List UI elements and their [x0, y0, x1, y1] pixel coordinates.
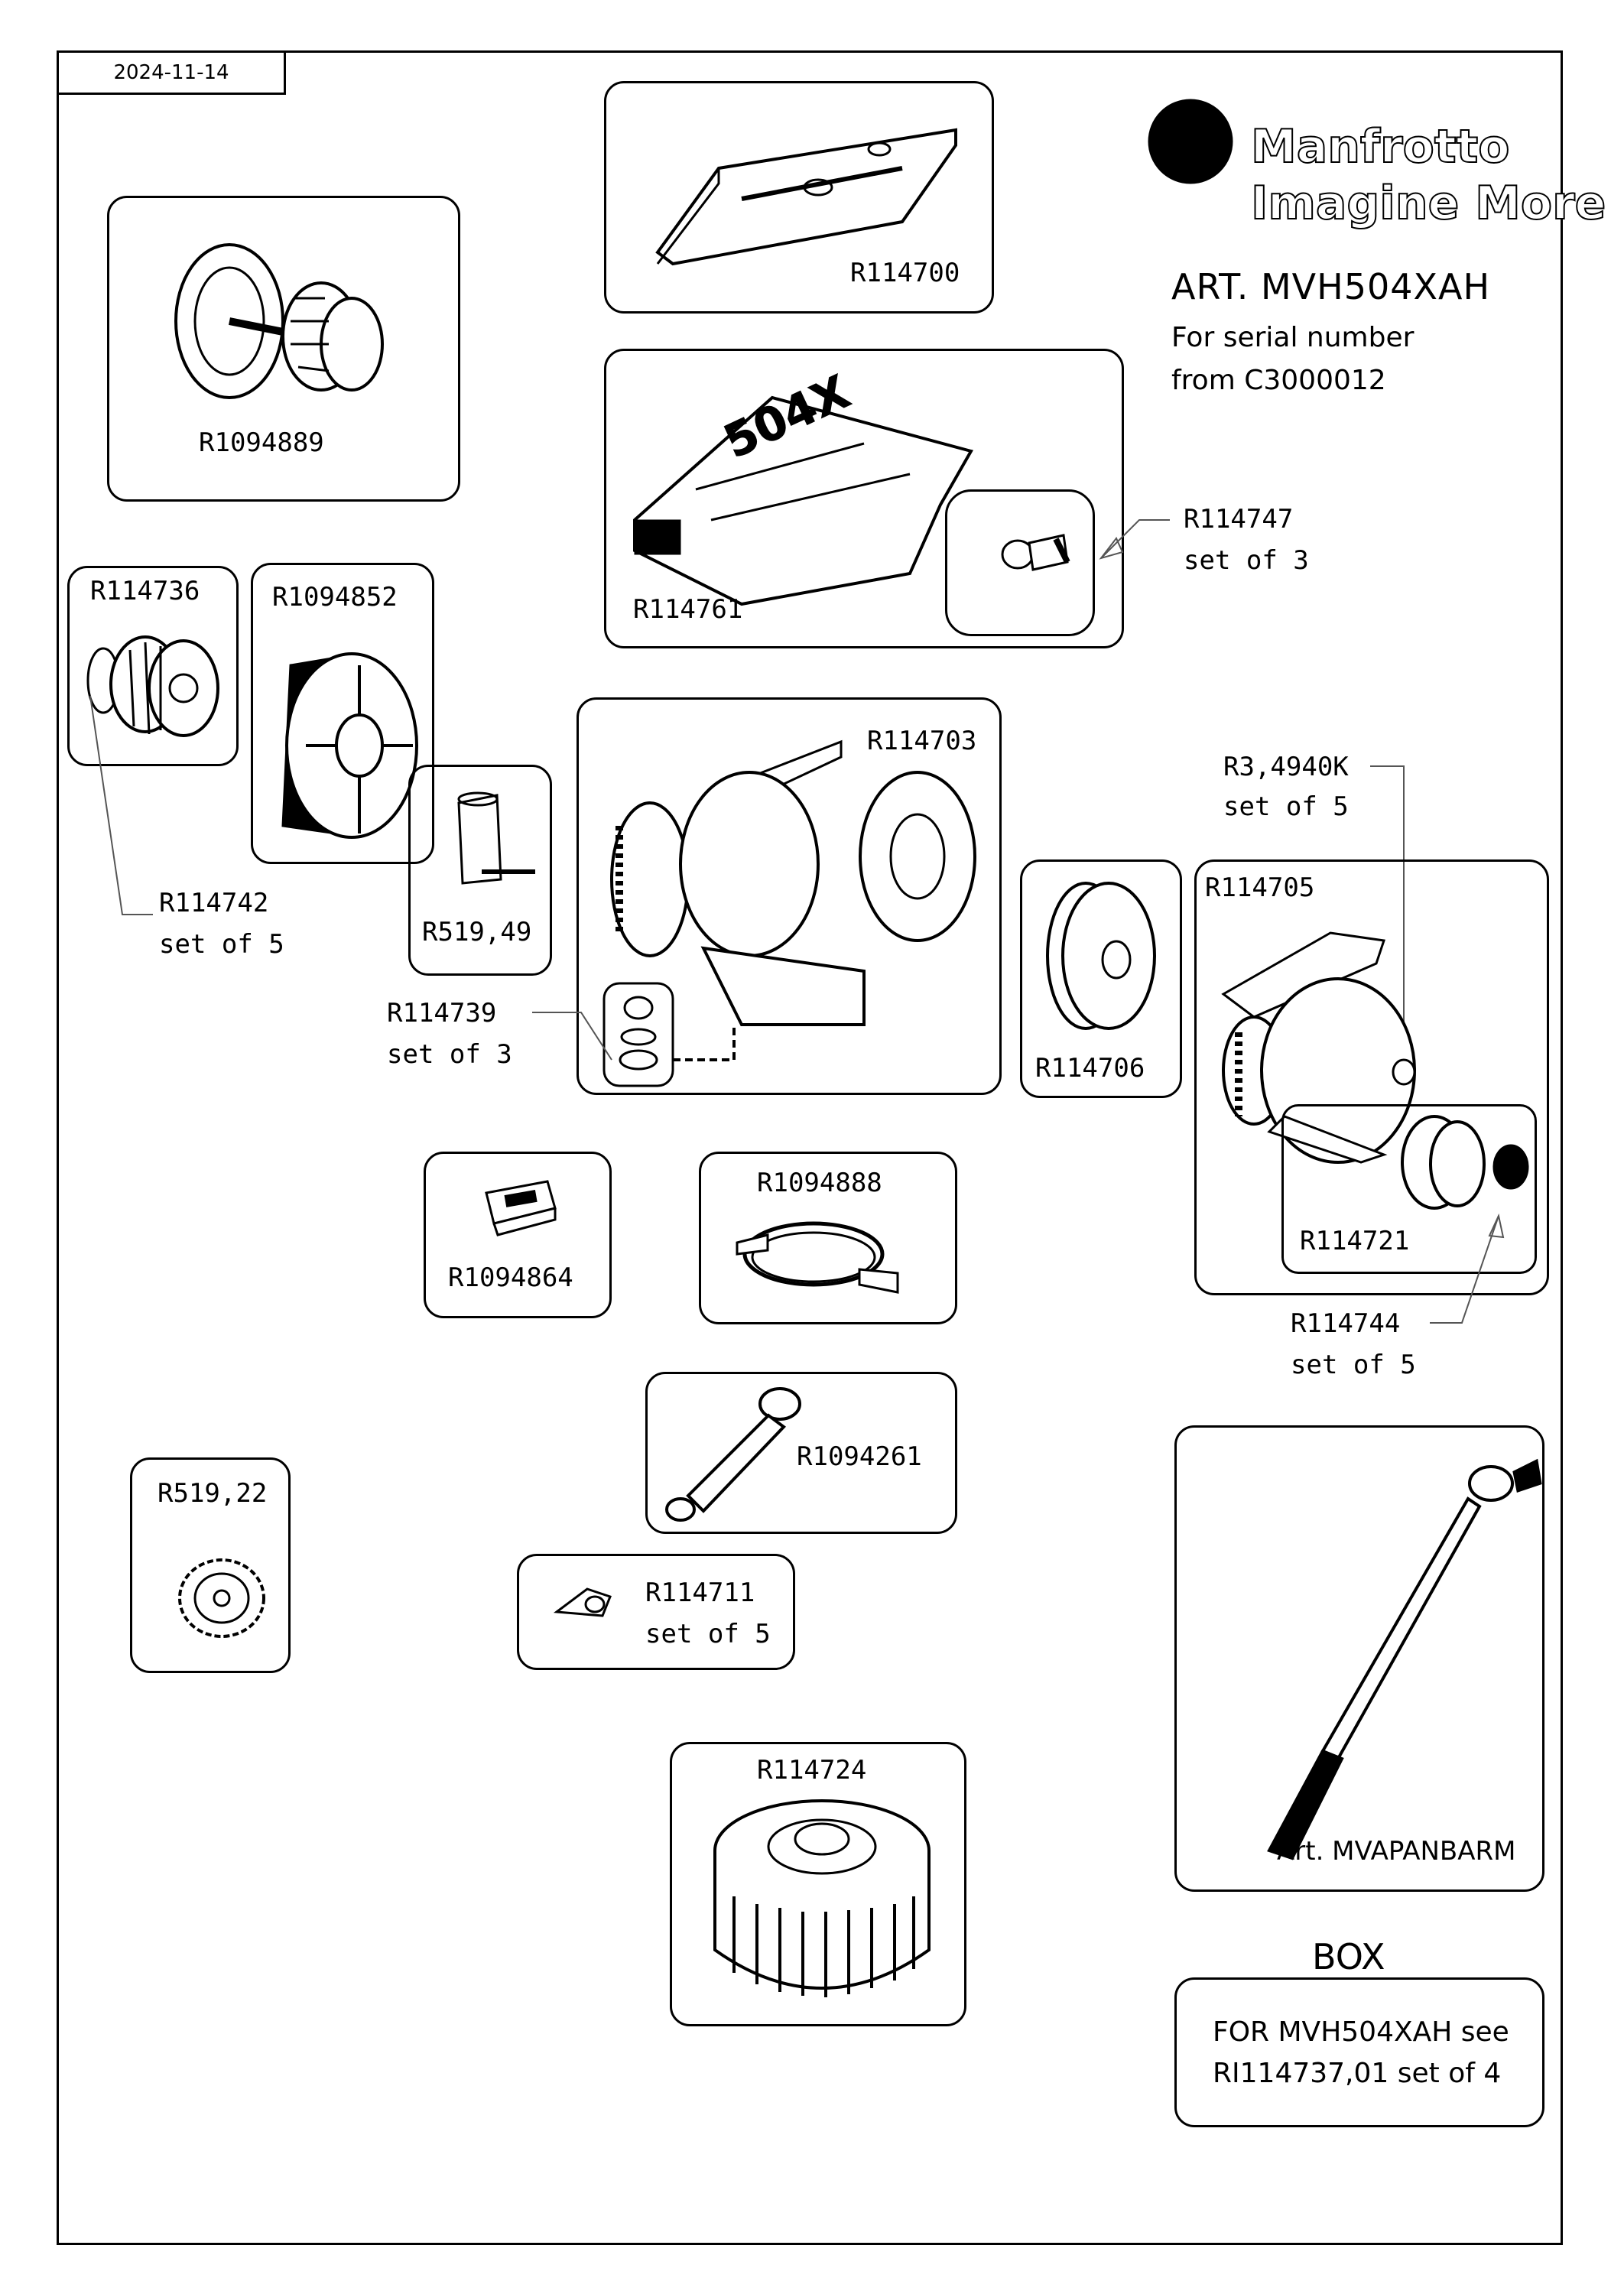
part-qty-r114747: set of 3	[1184, 545, 1309, 576]
part-r114721-inset	[1281, 1104, 1537, 1274]
part-label-r1094888: R1094888	[757, 1168, 882, 1198]
part-label-mvapanbarm: Art. MVAPANBARM	[1277, 1836, 1516, 1867]
part-r114700-box	[604, 81, 994, 314]
knob-assembly-icon	[174, 243, 384, 399]
part-label-r519-49: R519,49	[422, 917, 532, 947]
part-r114706-box	[1020, 859, 1182, 1098]
part-qty-r114739: set of 3	[387, 1039, 512, 1070]
part-label-r114705: R114705	[1205, 872, 1315, 903]
part-label-r114703: R114703	[867, 726, 977, 756]
pan-knob-housing-icon	[281, 652, 418, 839]
fluid-head-body-icon	[610, 739, 976, 1026]
quick-release-plate-icon	[655, 128, 957, 266]
serial-line-1: For serial number	[1171, 322, 1415, 353]
part-label-r114742: R114742	[159, 888, 269, 918]
lock-screw-icon	[1001, 534, 1070, 571]
part-r114711-box	[517, 1554, 795, 1670]
part-r519-22-box	[130, 1457, 291, 1673]
gear-knob-icon	[178, 1558, 265, 1638]
part-label-r114700: R114700	[850, 258, 960, 288]
box-note-line-1: FOR MVH504XAH see	[1213, 2016, 1509, 2048]
part-r1094864-box	[424, 1152, 612, 1318]
pan-bar-adapter-icon	[665, 1387, 801, 1522]
part-qty-r114711: set of 5	[645, 1619, 771, 1649]
lever-icon	[553, 1587, 612, 1617]
part-mvapanbarm-box	[1174, 1425, 1544, 1892]
part-r1094889-box	[107, 196, 460, 502]
brand-tagline: Imagine More	[1250, 177, 1606, 230]
article-title: ART. MVH504XAH	[1171, 266, 1491, 307]
part-label-r114744: R114744	[1291, 1308, 1401, 1339]
box-note-line-2: RI114737,01 set of 4	[1213, 2058, 1502, 2089]
fastener-detail-icon	[603, 982, 736, 1087]
part-r519-49-box	[408, 765, 552, 976]
part-r114703-box	[577, 697, 1002, 1095]
part-r114761-box	[604, 349, 1124, 648]
part-label-r114706: R114706	[1035, 1053, 1145, 1084]
part-qty-r114742: set of 5	[159, 929, 284, 960]
serial-line-2: from C3000012	[1171, 365, 1386, 396]
part-r114736-box	[67, 566, 239, 766]
head-plate-icon: 504X	[633, 365, 974, 606]
date-stamp: 2024-11-14	[57, 50, 286, 95]
part-label-r1094852: R1094852	[272, 582, 398, 612]
part-label-r1094261: R1094261	[797, 1441, 922, 1472]
part-r1094852-box	[251, 563, 434, 864]
knob-r114721-icon	[1401, 1115, 1529, 1210]
part-label-r114761: R114761	[633, 594, 743, 625]
part-r1094888-box	[699, 1152, 957, 1324]
part-r114747-inset	[945, 489, 1095, 636]
clamp-screw-icon	[457, 791, 535, 885]
washer-icon	[1392, 1058, 1416, 1086]
base-bowl-icon	[713, 1799, 931, 1997]
box-note	[1174, 1977, 1544, 2127]
part-r114705-box	[1194, 859, 1549, 1295]
manfrotto-logo-icon	[1148, 99, 1233, 184]
brand-name: Manfrotto	[1250, 120, 1510, 174]
drag-disc-icon	[1046, 882, 1156, 1030]
part-qty-r114744: set of 5	[1291, 1350, 1416, 1380]
box-heading: BOX	[1312, 1936, 1385, 1977]
part-label-r3-4940k: R3,4940K	[1223, 752, 1349, 782]
part-label-r114721: R114721	[1300, 1226, 1410, 1256]
part-label-r114711: R114711	[645, 1578, 755, 1608]
part-label-r114747: R114747	[1184, 504, 1294, 535]
part-label-r114736: R114736	[90, 576, 200, 606]
bubble-level-icon	[485, 1180, 557, 1236]
knob-r114736-icon	[86, 635, 219, 737]
part-qty-r3-4940k: set of 5	[1223, 791, 1349, 822]
pan-bar-icon	[1267, 1458, 1542, 1860]
clamp-ring-icon	[736, 1221, 899, 1294]
part-r1094261-box	[645, 1372, 957, 1534]
part-r114724-box	[670, 1742, 966, 2026]
part-label-r1094889: R1094889	[199, 427, 324, 458]
part-label-r114739: R114739	[387, 998, 497, 1028]
part-label-r1094864: R1094864	[448, 1262, 573, 1293]
part-label-r114724: R114724	[757, 1755, 867, 1785]
part-label-r519-22: R519,22	[158, 1478, 268, 1509]
page-frame	[57, 50, 1563, 2245]
